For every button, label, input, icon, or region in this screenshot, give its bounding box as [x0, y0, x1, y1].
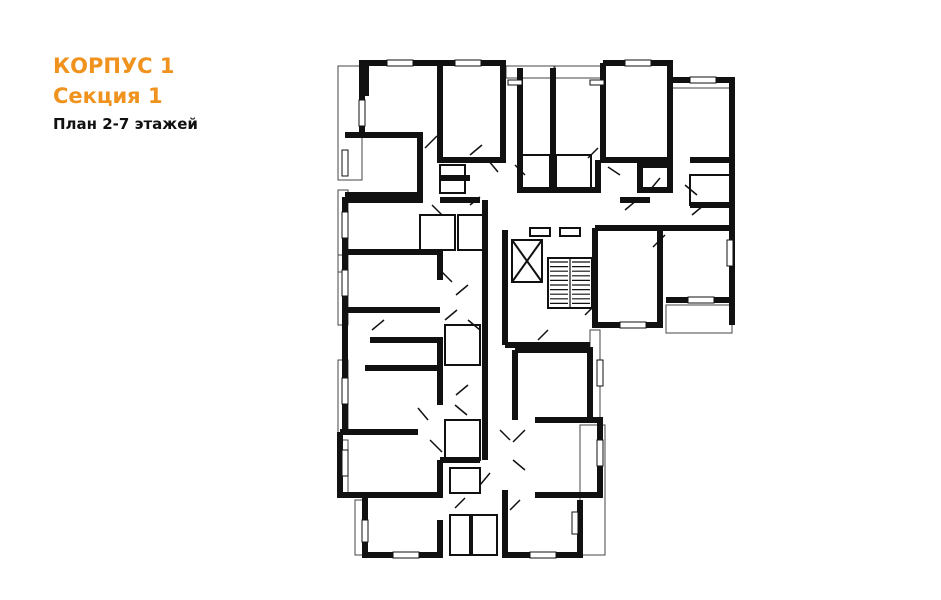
window [507, 79, 523, 86]
windows [341, 59, 734, 559]
door-swing [607, 166, 621, 176]
door-swing [652, 234, 666, 248]
window [687, 296, 715, 304]
door-swings [371, 135, 705, 511]
door-swing [514, 164, 526, 176]
door-swing [417, 407, 429, 421]
window [386, 59, 414, 67]
window [341, 149, 349, 177]
door-swing [512, 429, 526, 443]
window [358, 99, 366, 127]
door-swing [431, 204, 443, 216]
door-swing [684, 184, 698, 196]
door-swing [624, 199, 638, 211]
door-swing [537, 329, 549, 341]
door-swing [439, 269, 453, 283]
window [341, 449, 349, 477]
walls [337, 60, 735, 558]
window [341, 269, 349, 297]
building-title: КОРПУС 1 [53, 54, 175, 78]
door-swing [512, 459, 526, 471]
door-swing [649, 177, 661, 191]
door-swing [487, 159, 499, 173]
partitions [419, 154, 731, 556]
door-swing [454, 497, 466, 509]
door-swing [455, 284, 469, 296]
elevator-shaft [511, 239, 543, 283]
window [571, 511, 579, 535]
window [454, 59, 482, 67]
door-swing [469, 196, 481, 206]
section-title: Секция 1 [53, 84, 163, 108]
window [689, 76, 717, 84]
window [596, 359, 604, 387]
window [392, 551, 420, 559]
staircase [547, 257, 593, 309]
door-swing [469, 144, 483, 156]
window [596, 439, 604, 467]
window [361, 519, 369, 543]
window [341, 377, 349, 405]
door-swing [479, 472, 491, 486]
door-swing [424, 135, 438, 149]
door-swing [454, 404, 468, 416]
window [624, 59, 652, 67]
plan-subtitle: План 2-7 этажей [53, 115, 198, 133]
door-swing [429, 439, 443, 453]
window [619, 321, 647, 329]
door-swing [587, 147, 599, 159]
door-swing [455, 384, 469, 396]
door-swing [509, 499, 521, 511]
door-swing [584, 304, 596, 316]
door-swing [467, 319, 481, 331]
title-block: КОРПУС 1 Секция 1 План 2-7 этажей [53, 51, 198, 136]
window [589, 79, 605, 86]
door-swing [499, 429, 511, 441]
door-swing [691, 204, 705, 216]
window [529, 551, 557, 559]
door-swing [444, 309, 458, 321]
window [341, 211, 349, 239]
window [726, 239, 734, 267]
door-swing [371, 319, 385, 331]
